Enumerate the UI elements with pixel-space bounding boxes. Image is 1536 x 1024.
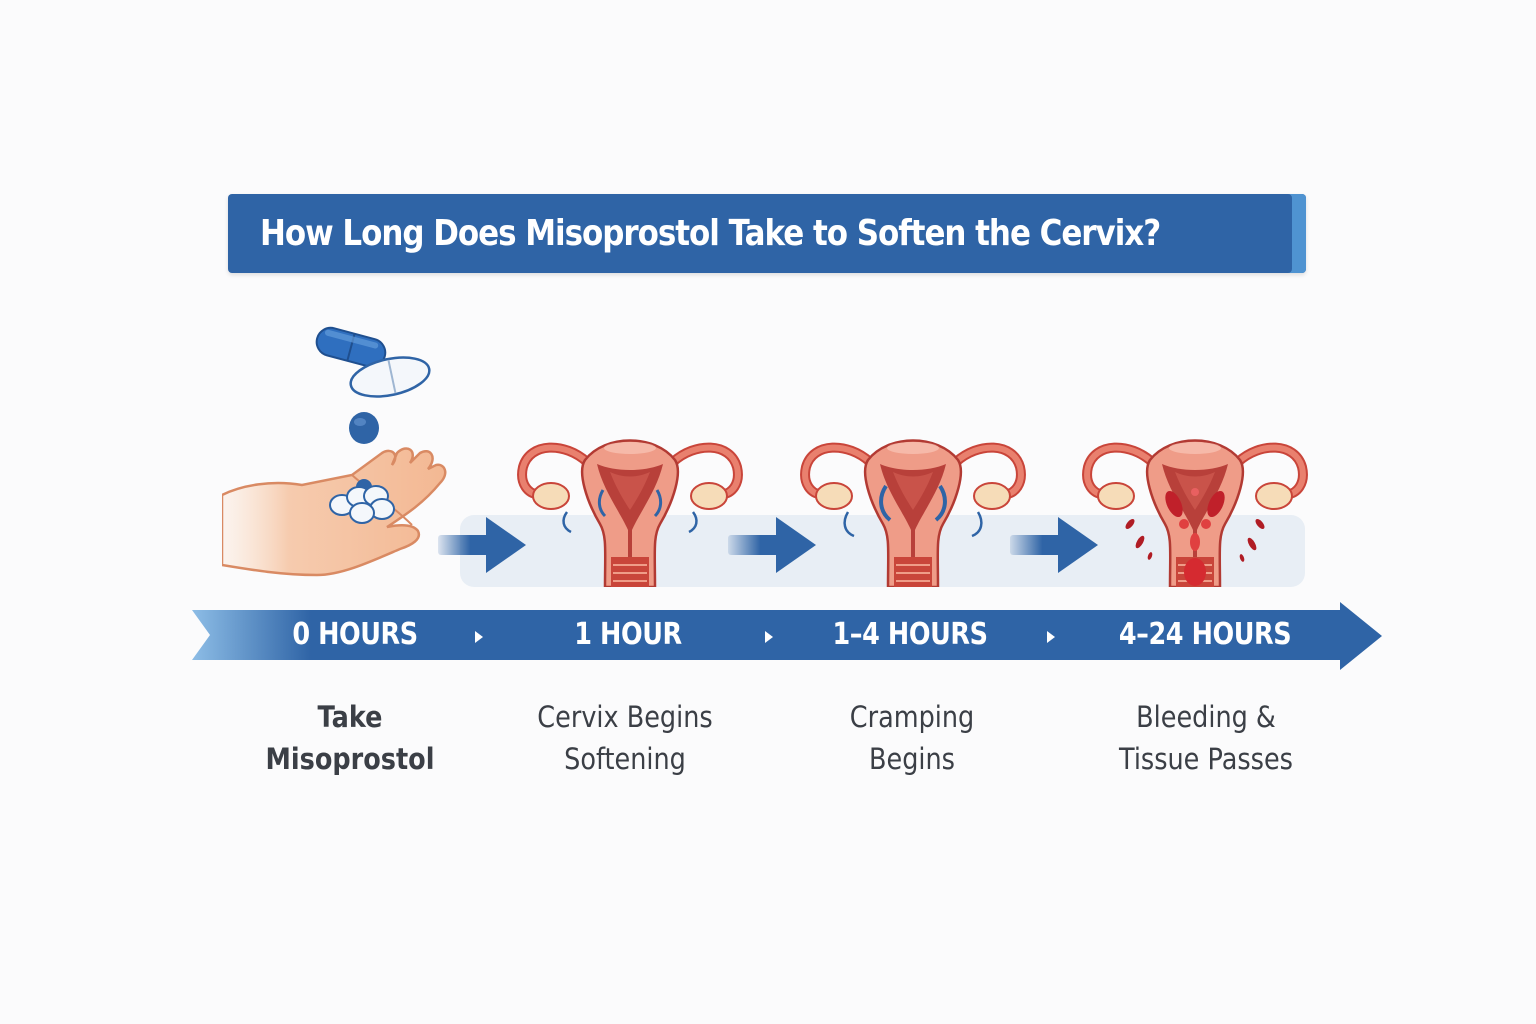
timeline-tick-icon: [765, 631, 773, 643]
title-banner: How Long Does Misoprostol Take to Soften…: [228, 194, 1306, 273]
timeline-arrow: [192, 602, 1382, 670]
uterus-softening-icon: [515, 432, 745, 587]
page-title: How Long Does Misoprostol Take to Soften…: [260, 213, 1161, 254]
timeline-tick-icon: [1047, 631, 1055, 643]
arrow-right-icon: [1010, 517, 1098, 573]
step-description-2: Cramping Begins: [849, 700, 975, 776]
step-description-3: Bleeding & Tissue Passes: [1119, 700, 1293, 776]
hand-with-pills-icon: [222, 326, 447, 577]
timeline-label-1: 1 HOUR: [574, 617, 682, 652]
uterus-cramping-icon: [798, 432, 1028, 587]
timeline-label-0: 0 HOURS: [292, 617, 418, 652]
arrow-right-icon: [728, 517, 816, 573]
timeline-label-2: 1–4 HOURS: [832, 617, 988, 652]
uterus-bleeding-icon: [1080, 432, 1310, 587]
arrow-right-icon: [438, 517, 526, 573]
step-description-0: Take Misoprostol: [265, 700, 435, 776]
step-description-1: Cervix Begins Softening: [537, 700, 713, 776]
timeline-tick-icon: [475, 631, 483, 643]
timeline-label-3: 4–24 HOURS: [1118, 617, 1292, 652]
